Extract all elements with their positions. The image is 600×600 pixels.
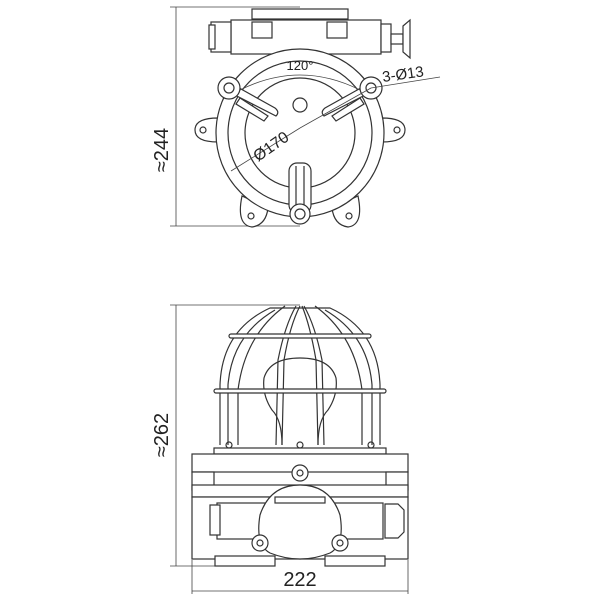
top-height-dimension: ≈244	[151, 6, 300, 227]
center-hole	[292, 97, 308, 113]
width-label: 222	[283, 569, 316, 591]
bolt-holes	[217, 76, 383, 225]
slots	[228, 83, 372, 214]
front-width-dimension: 222	[191, 560, 409, 594]
hole-label: 3-Ø13	[381, 63, 425, 86]
top-height-label: ≈244	[151, 128, 173, 172]
top-view: ≈244	[151, 6, 441, 228]
bulb	[263, 357, 337, 446]
guard-cage	[213, 305, 387, 455]
enclosure-body	[191, 453, 409, 567]
front-height-label: ≈262	[151, 413, 173, 457]
angle-label: 120°	[287, 58, 314, 73]
mounting-ears	[194, 117, 406, 228]
front-height-dimension: ≈262	[151, 304, 300, 567]
junction-box	[208, 8, 411, 60]
front-view: ≈262	[151, 304, 409, 594]
